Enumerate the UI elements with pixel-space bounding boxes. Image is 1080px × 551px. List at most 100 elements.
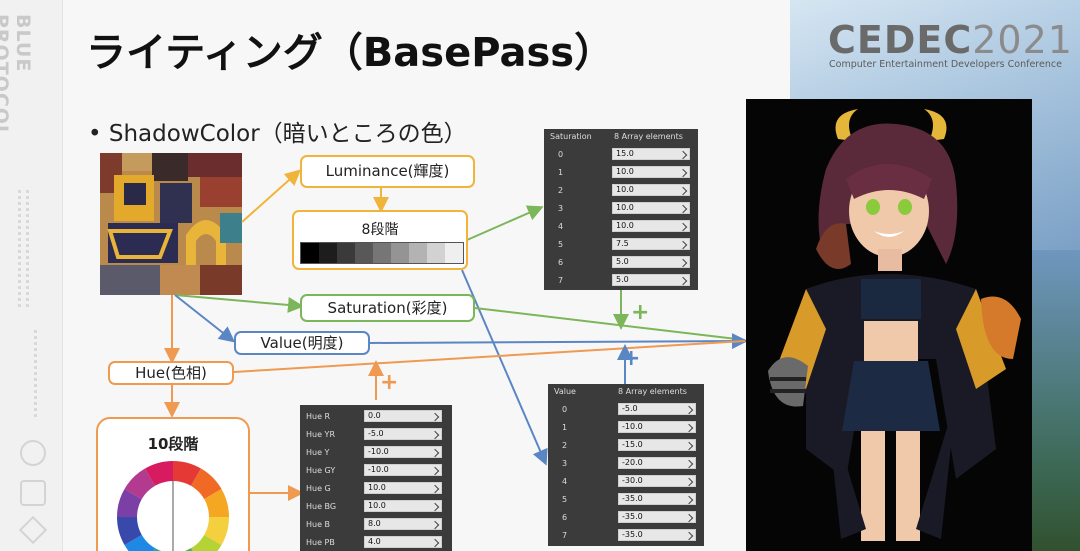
- array-row-index: Hue GY: [306, 466, 336, 475]
- array-row-value-field[interactable]: 10.0: [612, 184, 690, 196]
- array-row-value-field[interactable]: 4.0: [364, 536, 442, 548]
- array-row-value-field[interactable]: 8.0: [364, 518, 442, 530]
- array-row-index: Hue R: [306, 412, 331, 421]
- grayscale-step: [427, 243, 445, 263]
- saturation-panel-name: Saturation: [550, 132, 592, 141]
- plus-value: +: [622, 346, 641, 371]
- array-row: Hue B 8.0: [300, 518, 452, 531]
- array-row-index: 0: [558, 150, 564, 159]
- array-row-index: Hue G: [306, 484, 331, 493]
- array-row: Hue PB 4.0: [300, 536, 452, 549]
- grayscale-step: [373, 243, 391, 263]
- side-fine-print-2: [26, 190, 29, 310]
- array-row: 2 -15.0: [548, 439, 704, 452]
- array-row-value-field[interactable]: -5.0: [364, 428, 442, 440]
- array-row-index: 3: [558, 204, 564, 213]
- array-row-value-field[interactable]: 10.0: [612, 220, 690, 232]
- ten-steps-box: 10段階: [96, 417, 250, 551]
- array-row-value-field[interactable]: -5.0: [618, 403, 696, 415]
- array-row-value-field[interactable]: -10.0: [618, 421, 696, 433]
- array-row-value-field[interactable]: -35.0: [618, 493, 696, 505]
- bullet-shadow-color: • ShadowColor（暗いところの色）: [88, 121, 467, 147]
- plus-saturation: +: [631, 300, 650, 325]
- array-row: Hue YR -5.0: [300, 428, 452, 441]
- array-row-index: 2: [562, 441, 568, 450]
- array-row-value-field[interactable]: -30.0: [618, 475, 696, 487]
- array-row-index: 1: [562, 423, 568, 432]
- grayscale-step: [445, 243, 463, 263]
- array-row-index: 4: [562, 477, 568, 486]
- side-fine-print-3: [34, 330, 37, 420]
- array-row-value-field[interactable]: -35.0: [618, 511, 696, 523]
- array-row-value-field[interactable]: 0.0: [364, 410, 442, 422]
- array-row-index: 7: [562, 531, 568, 540]
- array-row-value-field[interactable]: 15.0: [612, 148, 690, 160]
- array-row-index: 5: [558, 240, 564, 249]
- background-art-lower: [1030, 250, 1080, 551]
- array-row-value-field[interactable]: 10.0: [612, 166, 690, 178]
- array-row: Hue Y -10.0: [300, 446, 452, 459]
- grayscale-step: [355, 243, 373, 263]
- ten-steps-label: 10段階: [147, 435, 199, 453]
- value-panel-count: 8 Array elements: [618, 387, 687, 396]
- eight-steps-label: 8段階: [361, 222, 399, 238]
- array-row-value-field[interactable]: 7.5: [612, 238, 690, 250]
- plus-hue: +: [380, 370, 399, 395]
- value-panel-header: Value 8 Array elements: [548, 384, 704, 400]
- grayscale-step: [337, 243, 355, 263]
- array-row-value-field[interactable]: -15.0: [618, 439, 696, 451]
- value-box: Value(明度): [234, 331, 370, 355]
- grayscale-step: [319, 243, 337, 263]
- array-row-value-field[interactable]: 5.0: [612, 256, 690, 268]
- array-row-index: Hue Y: [306, 448, 330, 457]
- array-row-index: 6: [558, 258, 564, 267]
- grayscale-step: [301, 243, 319, 263]
- array-row: 0 -5.0: [548, 403, 704, 416]
- array-row-index: 1: [558, 168, 564, 177]
- saturation-box: Saturation(彩度): [300, 294, 475, 322]
- event-year: 2021: [972, 18, 1073, 62]
- texture-thumbnail: [100, 153, 242, 295]
- event-logo: CEDEC2021: [828, 18, 1073, 62]
- array-row-index: Hue B: [306, 520, 331, 529]
- array-row-index: 3: [562, 459, 568, 468]
- array-row-value-field[interactable]: 10.0: [364, 500, 442, 512]
- array-row-value-field[interactable]: 5.0: [612, 274, 690, 286]
- array-row-value-field[interactable]: -10.0: [364, 446, 442, 458]
- eight-steps-box: 8段階: [292, 210, 468, 270]
- grayscale-step: [409, 243, 427, 263]
- array-row: 3 -20.0: [548, 457, 704, 470]
- array-row-index: Hue YR: [306, 430, 335, 439]
- character-render: [746, 99, 1032, 551]
- array-row-value-field[interactable]: 10.0: [364, 482, 442, 494]
- side-emblem-icon-2: [20, 480, 46, 506]
- page-title: ライティング（BasePass）: [86, 30, 615, 76]
- array-row: 6-35.0: [548, 511, 704, 524]
- array-row-value-field[interactable]: -35.0: [618, 529, 696, 541]
- array-row: Hue R 0.0: [300, 410, 452, 423]
- luminance-box: Luminance(輝度): [300, 155, 475, 188]
- array-row-index: Hue PB: [306, 538, 335, 547]
- array-row-index: 0: [562, 405, 568, 414]
- array-row: 7 -35.0: [548, 529, 704, 542]
- array-row-value-field[interactable]: -10.0: [364, 464, 442, 476]
- event-name: CEDEC: [828, 18, 973, 62]
- character-image: [746, 99, 1032, 551]
- hue-color-wheel: [117, 461, 229, 551]
- array-row: Hue G 10.0: [300, 482, 452, 495]
- array-row-value-field[interactable]: -20.0: [618, 457, 696, 469]
- value-array-panel: Value 8 Array elements 0 -5.0 1 -10.0 2 -15.0…: [548, 384, 704, 546]
- array-row-value-field[interactable]: 10.0: [612, 202, 690, 214]
